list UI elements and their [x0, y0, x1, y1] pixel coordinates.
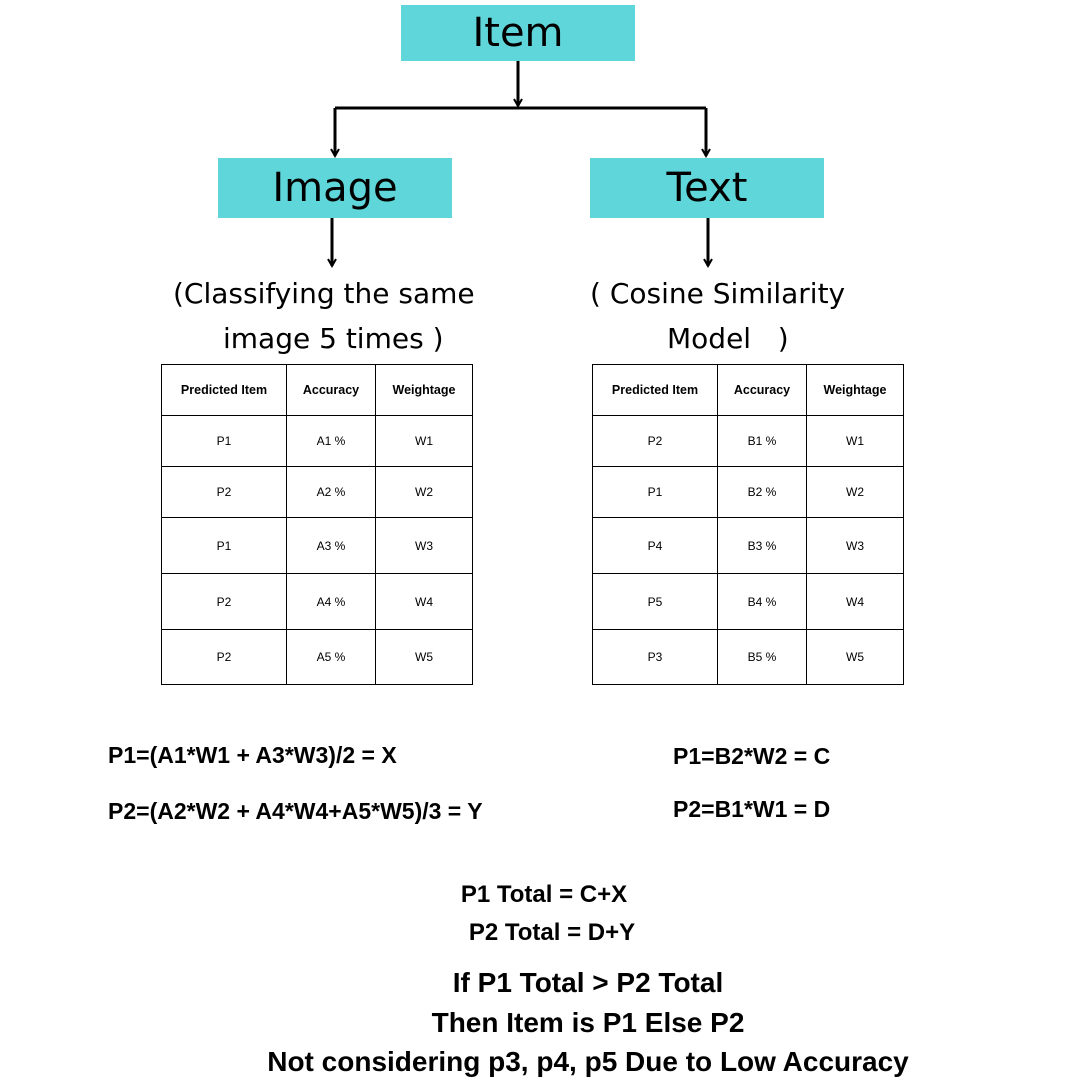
- cell-accuracy: A1 %: [286, 415, 376, 467]
- node-item-label: Item: [472, 10, 564, 56]
- node-text-label: Text: [666, 165, 748, 211]
- table-row: P2 A4 % W4: [161, 573, 473, 630]
- cell-predicted-item: P4: [592, 517, 718, 574]
- cell-accuracy: B1 %: [717, 415, 807, 467]
- formula-text-p1: P1=B2*W2 = C: [673, 743, 831, 769]
- cell-weightage: W1: [806, 415, 904, 467]
- cell-predicted-item: P1: [592, 466, 718, 518]
- conclusion-line1: If P1 Total > P2 Total: [452, 967, 724, 998]
- node-image-label: Image: [272, 165, 398, 211]
- caption-image-line1: (Classifying the same: [173, 277, 475, 310]
- node-item: Item: [401, 5, 635, 61]
- cell-weightage: W1: [375, 415, 473, 467]
- formula-image-p2: P2=(A2*W2 + A4*W4+A5*W5)/3 = Y: [108, 798, 483, 824]
- cell-predicted-item: P3: [592, 629, 718, 685]
- conclusion-line3: Not considering p3, p4, p5 Due to Low Ac…: [267, 1046, 909, 1077]
- cell-accuracy: B4 %: [717, 573, 807, 630]
- cell-accuracy: A5 %: [286, 629, 376, 685]
- table-row: P5 B4 % W4: [592, 573, 904, 630]
- caption-text-line1: ( Cosine Similarity: [590, 277, 846, 310]
- table-row: P1 A3 % W3: [161, 517, 473, 574]
- table-row: P1 B2 % W2: [592, 466, 904, 518]
- cell-weightage: W4: [375, 573, 473, 630]
- cell-accuracy: A2 %: [286, 466, 376, 518]
- cell-predicted-item: P2: [161, 466, 287, 518]
- table-row: P2 A5 % W5: [161, 629, 473, 685]
- cell-predicted-item: P5: [592, 573, 718, 630]
- table-row: P2 A2 % W2: [161, 466, 473, 518]
- cell-predicted-item: P1: [161, 517, 287, 574]
- table-row: P3 B5 % W5: [592, 629, 904, 685]
- node-image: Image: [218, 158, 452, 218]
- cell-weightage: W2: [375, 466, 473, 518]
- formula-text-p2: P2=B1*W1 = D: [673, 796, 831, 822]
- table-text-similarity: Predicted Item Accuracy Weightage P2 B1 …: [592, 364, 904, 685]
- header-predicted-item: Predicted Item: [592, 364, 718, 416]
- cell-accuracy: B2 %: [717, 466, 807, 518]
- header-weightage: Weightage: [806, 364, 904, 416]
- caption-image-line2: image 5 times ): [223, 322, 444, 355]
- header-accuracy: Accuracy: [717, 364, 807, 416]
- header-accuracy: Accuracy: [286, 364, 376, 416]
- total-p1: P1 Total = C+X: [460, 881, 628, 908]
- cell-predicted-item: P2: [592, 415, 718, 467]
- conclusion-line2: Then Item is P1 Else P2: [431, 1007, 745, 1038]
- cell-weightage: W3: [375, 517, 473, 574]
- table-row: P2 B1 % W1: [592, 415, 904, 467]
- table-row: P1 A1 % W1: [161, 415, 473, 467]
- cell-predicted-item: P2: [161, 573, 287, 630]
- table-header-row: Predicted Item Accuracy Weightage: [592, 364, 904, 416]
- total-p2: P2 Total = D+Y: [468, 919, 636, 946]
- cell-accuracy: B5 %: [717, 629, 807, 685]
- table-image-classification: Predicted Item Accuracy Weightage P1 A1 …: [161, 364, 473, 685]
- table-header-row: Predicted Item Accuracy Weightage: [161, 364, 473, 416]
- cell-weightage: W4: [806, 573, 904, 630]
- table-row: P4 B3 % W3: [592, 517, 904, 574]
- cell-predicted-item: P1: [161, 415, 287, 467]
- cell-predicted-item: P2: [161, 629, 287, 685]
- cell-accuracy: A3 %: [286, 517, 376, 574]
- cell-accuracy: A4 %: [286, 573, 376, 630]
- caption-text-line2: Model ): [667, 322, 789, 355]
- cell-weightage: W5: [375, 629, 473, 685]
- formula-image-p1: P1=(A1*W1 + A3*W3)/2 = X: [108, 742, 397, 768]
- header-predicted-item: Predicted Item: [161, 364, 287, 416]
- cell-accuracy: B3 %: [717, 517, 807, 574]
- cell-weightage: W5: [806, 629, 904, 685]
- node-text: Text: [590, 158, 824, 218]
- cell-weightage: W3: [806, 517, 904, 574]
- header-weightage: Weightage: [375, 364, 473, 416]
- cell-weightage: W2: [806, 466, 904, 518]
